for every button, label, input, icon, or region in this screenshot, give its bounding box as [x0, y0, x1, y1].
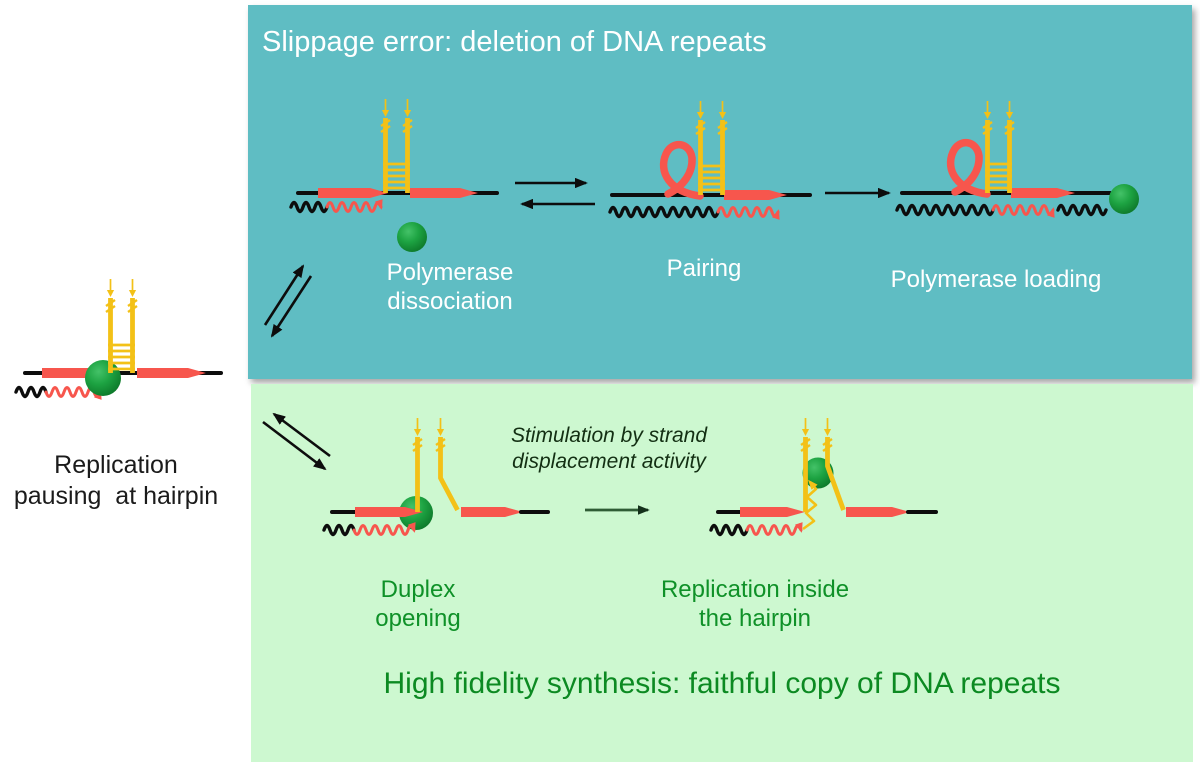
- replication-inside-hairpin-structure: [709, 416, 938, 537]
- step-label-duplex-opening: Duplex opening: [375, 576, 461, 632]
- bottom-panel-title: High fidelity synthesis: faithful copy o…: [383, 667, 1061, 700]
- primer-arrow: [846, 507, 910, 517]
- slipped-loop: [946, 139, 991, 198]
- strand-displacement-annotation: Stimulation by strand displacement activ…: [510, 424, 708, 473]
- primer-arrow: [318, 188, 388, 198]
- template-squiggle: [1056, 203, 1108, 217]
- opened-hairpin-icon: [799, 416, 846, 512]
- hairpin-icon: [379, 97, 414, 193]
- primer-arrow: [355, 507, 423, 517]
- nascent-strand-squiggle: [991, 204, 1055, 218]
- step-label-pairing: Pairing: [666, 255, 742, 282]
- primer-arrow: [410, 188, 478, 198]
- equilibrium-arrows-bottom-left: [262, 412, 331, 471]
- nascent-strand-squiggle: [352, 522, 416, 536]
- nascent-strand-squiggle: [325, 199, 383, 213]
- slipped-loop: [659, 141, 704, 200]
- hairpin-icon: [104, 277, 139, 373]
- opened-hairpin-icon: [411, 416, 460, 512]
- equilibrium-arrows-horizontal: [515, 177, 595, 210]
- polymerase-loading-structure: [895, 99, 1139, 218]
- step-label-polymerase-dissociation: Polymerase dissociation: [386, 259, 514, 315]
- replication-pausing-label: Replication pausing at hairpin: [13, 451, 219, 510]
- hairpin-icon: [981, 99, 1016, 193]
- nascent-strand-squiggle: [716, 206, 780, 220]
- polymerase-icon: [85, 360, 121, 396]
- primer-arrow: [1011, 188, 1075, 198]
- primer-arrow: [740, 507, 805, 517]
- step-label-polymerase-loading: Polymerase loading: [890, 266, 1102, 293]
- equilibrium-arrows-top-left: [263, 264, 313, 338]
- duplex-opening-structure: [322, 416, 550, 537]
- stalled-replication-structure: [14, 277, 223, 400]
- pairing-structure: [608, 99, 812, 220]
- loading-polymerase-icon: [1109, 184, 1139, 214]
- template-squiggle: [709, 523, 749, 537]
- synthesis-zigzag-arrow: [802, 479, 818, 531]
- nascent-strand-squiggle: [745, 522, 803, 536]
- template-squiggle: [14, 385, 48, 399]
- primer-arrow: [137, 368, 206, 378]
- primer-arrow: [724, 190, 787, 200]
- high-fidelity-panel: [251, 384, 1193, 762]
- primer-arrow: [461, 507, 523, 517]
- template-squiggle: [289, 200, 329, 214]
- hairpin-icon: [694, 99, 729, 195]
- template-squiggle: [608, 205, 720, 219]
- top-panel-title: Slippage error: deletion of DNA repeats: [262, 26, 767, 58]
- step-label-replication-inside: Replication inside the hairpin: [660, 576, 850, 632]
- template-squiggle: [895, 203, 995, 217]
- dissociated-polymerase-icon: [397, 222, 427, 252]
- template-squiggle: [322, 523, 356, 537]
- polymerase-dissociation-structure: [289, 97, 499, 252]
